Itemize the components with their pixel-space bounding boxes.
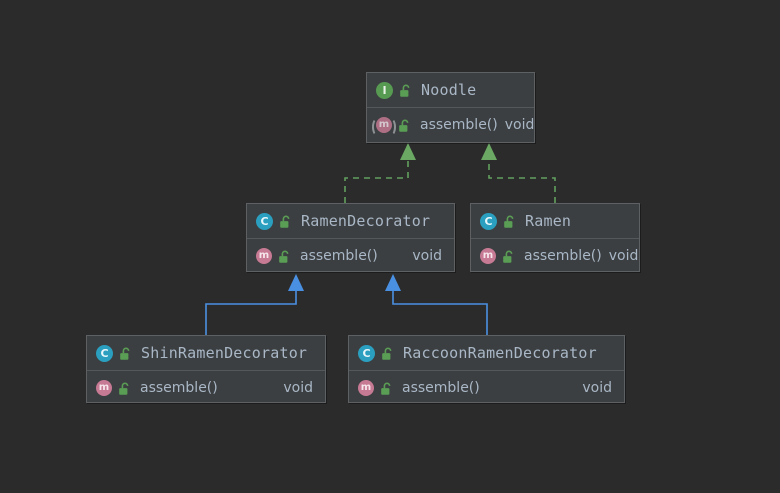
member-row[interactable]: m assemble() void	[471, 239, 639, 272]
method-icon: m	[480, 247, 499, 264]
member-type: void	[412, 247, 442, 264]
unlocked-padlock-icon	[381, 346, 394, 360]
class-icon: C	[358, 344, 378, 362]
class-name-ramendecorator: RamenDecorator	[301, 212, 431, 230]
class-header-shinramendecorator: C ShinRamenDecorator	[87, 336, 325, 371]
interface-icon: I	[376, 81, 396, 99]
unlocked-padlock-icon	[399, 83, 412, 97]
method-icon: m	[96, 379, 115, 396]
class-box-ramen[interactable]: C Ramen m assemble() void	[470, 203, 640, 272]
class-box-ramendecorator[interactable]: C RamenDecorator m assemble() void	[246, 203, 455, 272]
class-name-noodle: Noodle	[421, 81, 477, 99]
edge-shinramendecorator-to-ramendecorator	[205, 274, 304, 335]
member-type: void	[283, 379, 313, 396]
class-header-raccoonramendecorator: C RaccoonRamenDecorator	[349, 336, 624, 371]
member-row[interactable]: m assemble() void	[247, 239, 454, 272]
class-header-noodle: I Noodle	[367, 73, 534, 108]
member-row[interactable]: m assemble() void	[87, 371, 325, 404]
member-name: assemble()	[300, 247, 378, 264]
class-box-raccoonramendecorator[interactable]: C RaccoonRamenDecorator m assemble()	[348, 335, 625, 403]
member-row[interactable]: m assemble() void	[367, 108, 534, 141]
class-name-shinramendecorator: ShinRamenDecorator	[141, 344, 308, 362]
class-name-ramen: Ramen	[525, 212, 572, 230]
unlocked-padlock-icon	[119, 346, 132, 360]
unlocked-padlock-icon	[503, 214, 516, 228]
unlocked-padlock-icon	[502, 249, 515, 263]
unlocked-padlock-icon	[380, 381, 393, 395]
unlocked-padlock-icon	[279, 214, 292, 228]
method-icon: m	[256, 247, 275, 264]
class-header-ramendecorator: C RamenDecorator	[247, 204, 454, 239]
unlocked-padlock-icon	[398, 118, 411, 132]
member-name: assemble()	[420, 116, 498, 133]
unlocked-padlock-icon	[118, 381, 131, 395]
class-icon: C	[480, 212, 500, 230]
abstract-method-icon: m	[372, 116, 396, 136]
class-box-noodle[interactable]: I Noodle m assemble() void	[366, 72, 535, 143]
class-box-shinramendecorator[interactable]: C ShinRamenDecorator m assemble() v	[86, 335, 326, 403]
member-type: void	[582, 379, 612, 396]
member-row[interactable]: m assemble() void	[349, 371, 624, 404]
class-name-raccoonramendecorator: RaccoonRamenDecorator	[403, 344, 597, 362]
class-icon: C	[96, 344, 116, 362]
member-type: void	[608, 247, 639, 264]
member-type: void	[504, 116, 535, 133]
member-name: assemble()	[140, 379, 218, 396]
member-name: assemble()	[524, 247, 602, 264]
edge-raccoonramendecorator-to-ramendecorator	[385, 274, 488, 335]
unlocked-padlock-icon	[278, 249, 291, 263]
method-icon: m	[358, 379, 377, 396]
class-header-ramen: C Ramen	[471, 204, 639, 239]
class-icon: C	[256, 212, 276, 230]
edge-ramen-to-noodle	[481, 143, 556, 203]
member-name: assemble()	[402, 379, 480, 396]
edge-ramendecorator-to-noodle	[344, 143, 416, 203]
